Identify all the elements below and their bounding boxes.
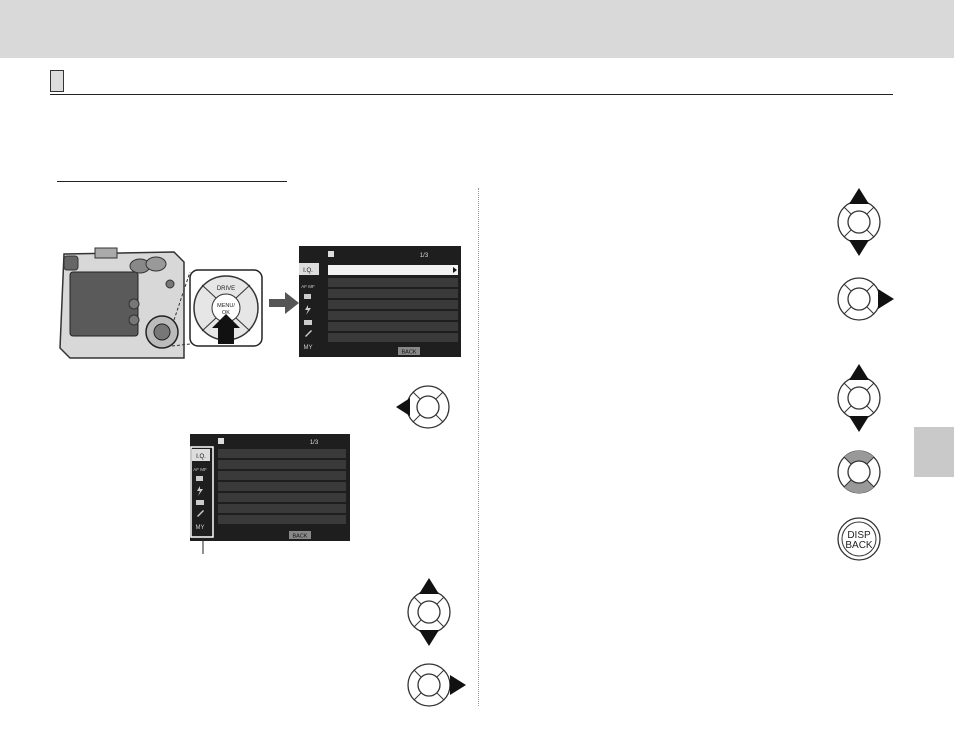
disp-back-button-icon: DISP BACK — [837, 517, 881, 561]
callout-line — [202, 538, 204, 554]
menu-label: MENU/ — [217, 303, 235, 309]
screen1-tab-af: AF MF — [301, 284, 315, 289]
chapter-tab — [914, 427, 954, 477]
back-label: BACK — [845, 540, 873, 551]
selector-left-icon — [396, 385, 450, 429]
header-band — [0, 0, 954, 58]
menu-screen-2: 1/3 I.Q. AF MF MY BACK — [190, 434, 350, 541]
selector-right-icon — [837, 277, 894, 321]
screen2-back: BACK — [293, 534, 308, 540]
screen1-back: BACK — [402, 350, 417, 356]
flash-icon — [197, 486, 203, 496]
screen2-page: 1/3 — [310, 440, 319, 446]
selector-up-down-icon — [837, 188, 881, 256]
movie-icon — [304, 320, 312, 325]
screen2-tab-iq: I.Q. — [196, 454, 206, 460]
subheading-rule — [57, 181, 287, 182]
selector-up-down-icon — [837, 364, 881, 432]
movie-icon — [196, 500, 204, 505]
camera-icon — [196, 476, 203, 481]
wrench-icon — [197, 510, 204, 517]
flash-icon — [305, 305, 311, 315]
camera-icon — [304, 294, 311, 299]
screen2-tab-my: MY — [196, 525, 205, 531]
drive-label: DRIVE — [217, 286, 235, 292]
screen2-tab-af: AF MF — [193, 467, 207, 472]
section-heading-bar — [50, 70, 893, 95]
screen1-tab-my: MY — [304, 345, 313, 351]
menu-screen-1: 1/3 I.Q. AF MF MY BACK — [299, 246, 461, 357]
ok-label: OK — [222, 310, 230, 316]
selector-up-down-icon — [407, 578, 451, 646]
wrench-icon — [305, 330, 312, 337]
screen1-tab-iq: I.Q. — [303, 268, 313, 274]
column-divider — [478, 188, 479, 706]
disp-label: DISP — [847, 530, 871, 541]
arrow-right-icon — [269, 292, 299, 314]
selector-up-down-highlight-icon — [837, 450, 881, 494]
heading-marker — [50, 70, 64, 92]
screen1-page: 1/3 — [420, 253, 429, 259]
selector-right-icon — [407, 663, 466, 707]
camera-illustration: DRIVE MENU/ OK — [59, 247, 263, 359]
